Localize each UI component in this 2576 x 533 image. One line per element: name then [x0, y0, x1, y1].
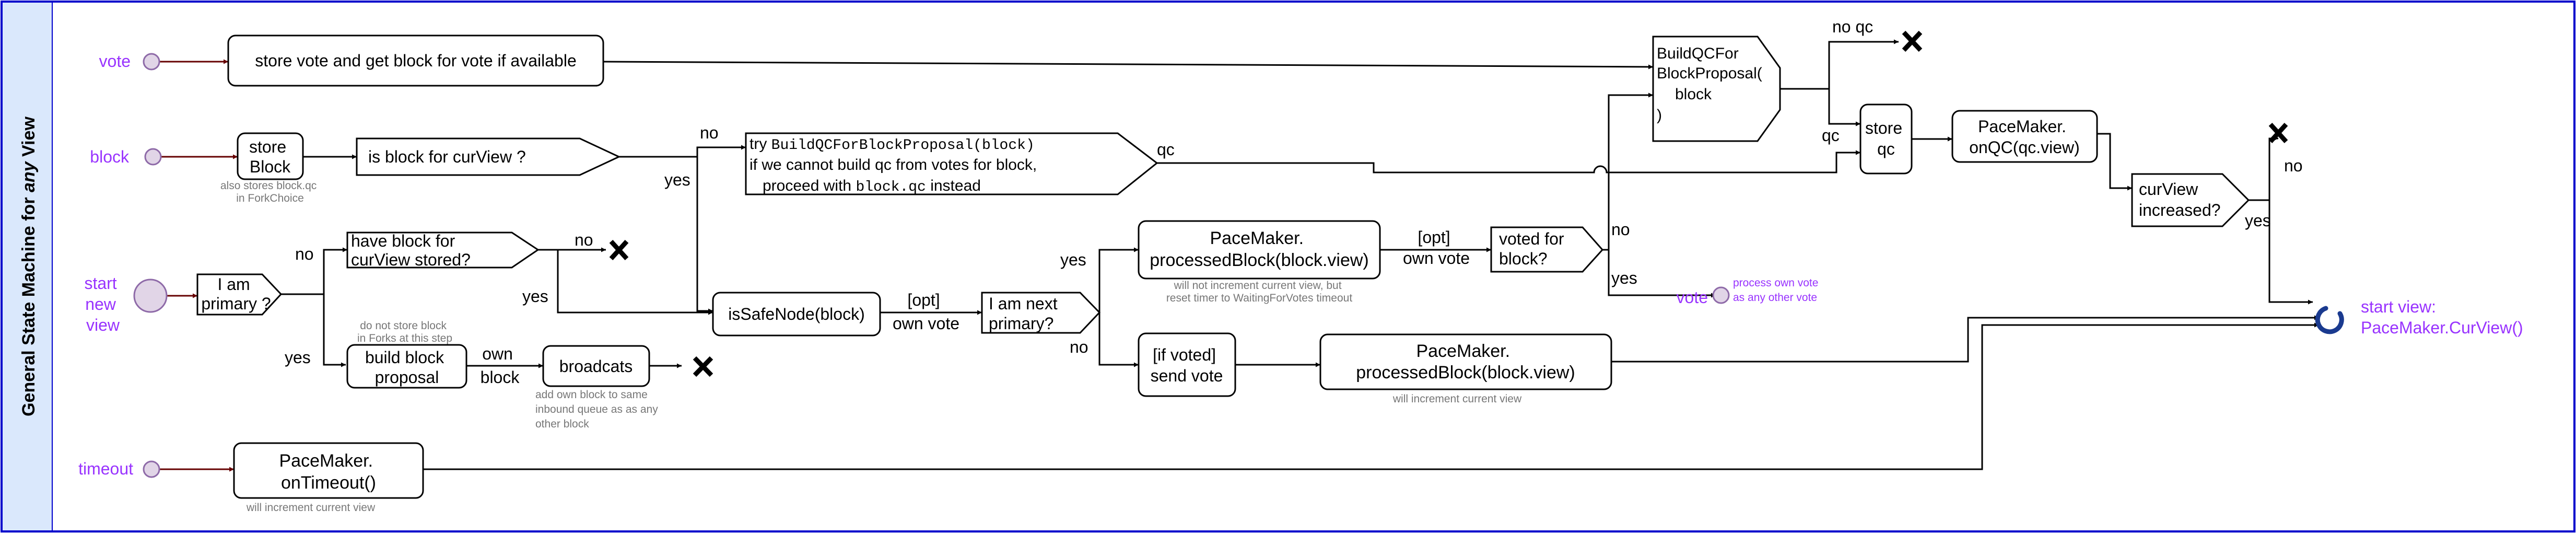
store-block-box — [237, 132, 304, 180]
terminator-curview-icon — [2268, 122, 2288, 144]
note-broadcats: add own block to same inbound queue as a… — [535, 389, 661, 430]
block-event-label: block — [90, 147, 130, 166]
note-store-block: also stores block.qc in ForkChoice — [220, 180, 320, 204]
terminators — [609, 30, 2288, 377]
processed-block-2-box — [1319, 333, 1612, 390]
edge-label-yes-have: yes — [522, 287, 548, 306]
try-build-qc-shape — [745, 132, 1158, 195]
have-block-stored-label: have block for curView stored? — [351, 231, 471, 269]
timeout-event-circle — [143, 460, 160, 478]
edge-label-yes-voted: yes — [1611, 269, 1637, 287]
i-am-primary-shape — [196, 273, 283, 316]
block-event-circle — [144, 148, 162, 166]
on-timeout-label: PaceMaker. onTimeout() — [279, 451, 378, 493]
voted-for-block-shape — [1490, 226, 1604, 273]
build-qc-proposal-label: BuildQCFor BlockProposal( block ) — [1657, 45, 1766, 124]
broadcats-box — [542, 345, 650, 387]
note-process-own-vote: process own vote as any other vote — [1733, 277, 1821, 304]
build-qc-proposal-shape — [1652, 36, 1781, 142]
terminator-no-block-icon — [609, 239, 629, 261]
on-timeout-box — [233, 442, 424, 499]
voted-for-block-label: voted for block? — [1499, 229, 1568, 268]
edge-label-no-qc: no qc — [1832, 17, 1873, 36]
nodes — [196, 34, 2250, 499]
start-new-view-event-circle — [133, 279, 168, 313]
start-view-spinner-icon — [2315, 306, 2344, 334]
on-qc-box — [1951, 110, 2098, 163]
is-block-for-curview-label: is block for curView ? — [368, 147, 526, 166]
have-block-stored-shape — [346, 231, 540, 269]
swimlane-header — [3, 3, 52, 530]
processed-block-1-box — [1138, 220, 1381, 280]
broadcats-label: broadcats — [559, 357, 633, 376]
edge-label-no-voted: no — [1611, 220, 1630, 239]
edge-label-yes-next: yes — [1060, 250, 1086, 269]
edge-label-no-try: no — [700, 123, 719, 142]
i-am-primary-label: I am primary ? — [201, 275, 271, 313]
edge-label-no-next: no — [1070, 338, 1088, 356]
terminator-no-qc-icon — [1902, 30, 1923, 52]
note-on-timeout: will increment current view — [246, 502, 376, 514]
edge-label-qc-try: qc — [1157, 140, 1175, 159]
vote-event-circle — [143, 53, 160, 71]
store-vote-box — [227, 34, 604, 87]
vote-event-label: vote — [99, 52, 131, 71]
edge-label-own-block: own block — [481, 344, 520, 387]
processed-block-2-label: PaceMaker. processedBlock(block.view) — [1356, 341, 1575, 383]
edge-label-yes-primary: yes — [285, 348, 311, 367]
terminator-broadcats-icon — [693, 356, 713, 377]
edges — [154, 39, 2319, 472]
start-view-label: start view: PaceMaker.CurView() — [2361, 297, 2523, 337]
processed-block-1-label: PaceMaker. processedBlock(block.view) — [1150, 228, 1369, 270]
note-processed-block-1: will not increment current view, but res… — [1166, 280, 1353, 304]
note-processed-block-2: will increment current view — [1392, 393, 1522, 405]
edge-label-no-curview: no — [2284, 156, 2303, 175]
edge-label-no-have: no — [575, 230, 593, 249]
edge-label-yes-safe: yes — [664, 170, 690, 189]
curview-increased-label: curView increased? — [2139, 180, 2221, 219]
build-block-proposal-label: build block proposal — [365, 348, 449, 387]
edge-label-opt-own-vote-2: [opt] own vote — [1403, 228, 1470, 268]
swimlane-title: General State Machine for any View — [19, 117, 39, 416]
vote-out-label: vote — [1677, 288, 1708, 307]
store-qc-box — [1859, 103, 1913, 175]
send-vote-label: [if voted] send vote — [1151, 345, 1223, 385]
edge-label-opt-own-vote-1: [opt] own vote — [893, 291, 959, 333]
is-safe-node-label: isSafeNode(block) — [728, 305, 864, 323]
edge-label-qc-top: qc — [1822, 126, 1840, 145]
store-qc-label: store qc — [1865, 119, 1907, 158]
i-am-next-primary-shape — [981, 292, 1101, 334]
edge-label-no-primary: no — [295, 245, 314, 263]
start-new-view-event-label: start new view — [84, 274, 121, 334]
send-vote-box — [1138, 332, 1236, 397]
edge-label-yes-curview: yes — [2245, 211, 2271, 230]
is-safe-node-box — [712, 292, 881, 337]
curview-increased-shape — [2131, 173, 2250, 227]
timeout-event-label: timeout — [78, 459, 133, 478]
event-circles — [133, 53, 1730, 478]
store-block-label: store Block — [249, 137, 291, 176]
on-qc-label: PaceMaker. onQC(qc.view) — [1969, 117, 2080, 157]
build-block-proposal-box — [346, 344, 467, 389]
store-vote-label: store vote and get block for vote if ava… — [255, 51, 576, 70]
vote-out-circle — [1712, 286, 1730, 304]
note-build-proposal: do not store block in Forks at this step — [357, 320, 452, 344]
i-am-next-primary-label: I am next primary? — [989, 294, 1062, 333]
is-block-for-curview-shape — [356, 137, 621, 176]
try-build-qc-label: try BuildQCForBlockProposal(block) if we… — [750, 135, 1041, 195]
